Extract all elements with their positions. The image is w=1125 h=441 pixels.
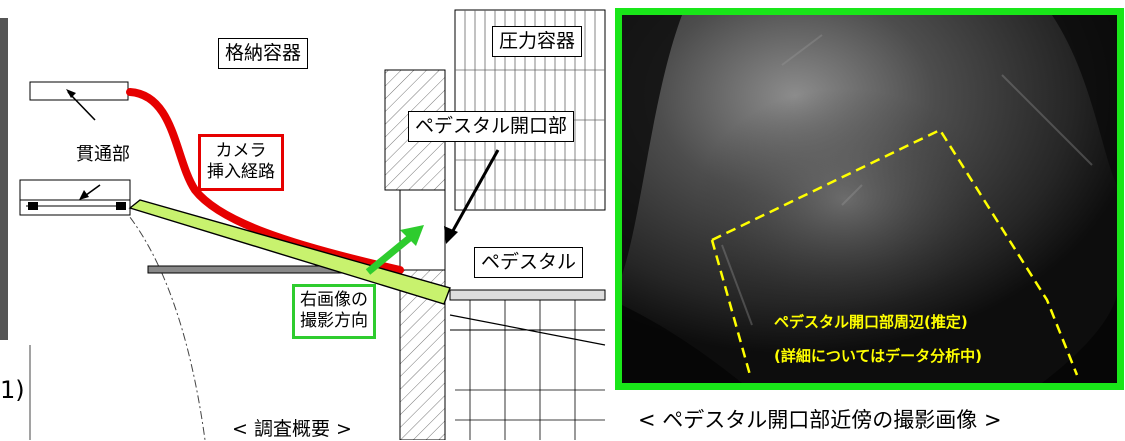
shooting-direction-label: 右画像の 撮影方向 [292,284,376,339]
shooting-direction-label-line1: 右画像の [300,290,368,310]
camera-route-label-line2: 挿入経路 [207,162,275,183]
pressure-vessel-label: 圧力容器 [492,26,583,57]
penetration-sleeve-upper [29,81,129,101]
shooting-direction-label-line2: 撮影方向 [300,311,368,332]
photo-content [622,15,1117,383]
containment-wall [119,204,206,440]
structure-drawing [0,9,606,440]
survey-overview-caption: < 調査概要 > [232,418,352,440]
edge-fragment-text: 1) [0,376,25,404]
penetration-sleeve-lower [19,179,131,216]
pedestal-label: ペデスタル [474,247,584,278]
camera-route-label-line1: カメラ [215,141,267,161]
pressure-vessel [454,9,606,211]
camera-route-line [126,88,404,274]
photo-annotation-line2: (詳細についてはデータ分析中) [774,347,982,365]
pedestal-wall-lower [399,269,446,440]
captured-image-caption: < ペデスタル開口部近傍の撮影画像 > [638,408,1002,432]
camera-direction-arrow [400,225,424,246]
guide-pipe [128,199,451,305]
survey-overview-diagram: 格納容器 圧力容器 ペデスタル開口部 ペデスタル 貫通部 カメラ 挿入経路 右画… [0,9,606,440]
left-edge-photo [0,18,8,340]
platform [449,289,606,301]
photo-annotation-line1: ペデスタル開口部周辺(推定) [774,313,968,331]
penetration-label: 貫通部 [76,144,130,165]
camera-route-label: カメラ 挿入経路 [198,134,284,191]
estimated-opening-outline [711,128,1079,376]
captured-image: ペデスタル開口部周辺(推定) (詳細についてはデータ分析中) [615,8,1124,390]
pedestal-opening-label: ペデスタル開口部 [408,111,575,142]
containment-vessel-label: 格納容器 [218,38,309,69]
